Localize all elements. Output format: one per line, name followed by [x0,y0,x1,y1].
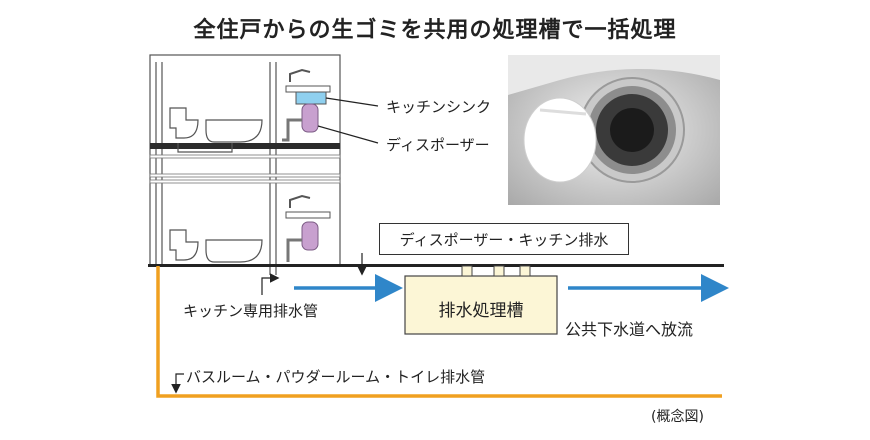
sewer-label: 公共下水道へ放流 [565,320,694,339]
disposer-label: ディスポーザー [386,136,490,154]
bath-pipe-label: バスルーム・パウダールーム・トイレ排水管 [186,368,486,386]
treatment-tank [404,265,558,335]
bath-pipe-pointer [171,373,184,394]
kitchen-sink-label: キッチンシンク [386,98,492,116]
kitchen-pipe-label: キッチン専用排水管 [183,302,319,320]
kitchen-unit-upper [282,68,331,142]
bathroom-fixtures-upper [169,107,263,153]
bath-drain-pipe [156,266,722,398]
ground-line [148,264,724,267]
kitchen-unit-lower [285,194,331,262]
floor-slabs [149,143,341,184]
bathroom-fixtures-lower [169,229,263,263]
kitchen-pipe-pointer [261,273,280,295]
leader-sink [325,97,379,107]
disposer-photo [508,55,720,205]
diagram-title: 全住戸からの生ゴミを共用の処理槽で一括処理 [193,18,677,43]
concept-note: (概念図) [651,409,704,425]
drain-box-label: ディスポーザー・キッチン排水 [379,223,629,255]
leader-disposer [317,125,379,144]
tank-label: 排水処理槽 [438,300,524,321]
